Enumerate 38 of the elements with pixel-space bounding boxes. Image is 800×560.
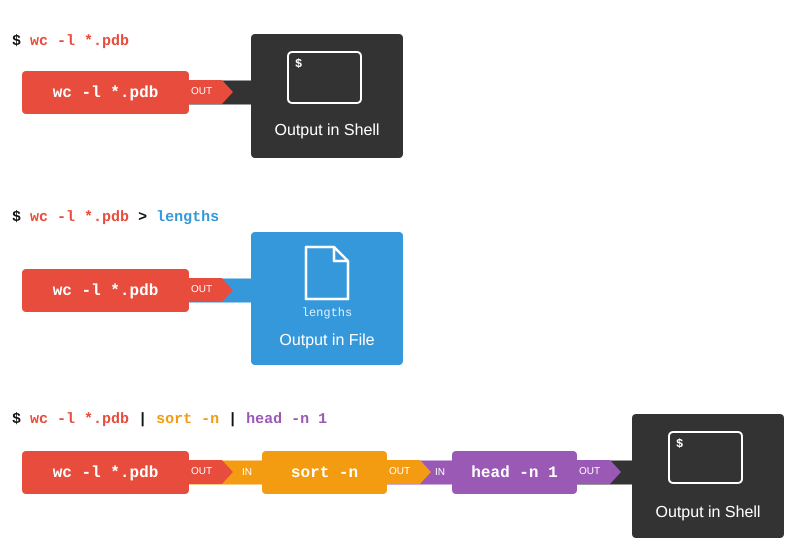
prompt-sign: $ (12, 209, 22, 226)
pipe-operator: | (138, 411, 148, 428)
command-text: wc -l *.pdb (30, 33, 130, 50)
node-label: wc -l *.pdb (52, 282, 158, 300)
command-box: wc -l *.pdb (22, 269, 189, 312)
pipe-operator: | (228, 411, 238, 428)
command-text: head -n 1 (246, 411, 328, 428)
output-title: Output in Shell (274, 122, 380, 140)
node-label: sort -n (290, 464, 358, 482)
output-title: Output in Shell (654, 504, 762, 522)
output-port-tag: OUT (189, 278, 233, 302)
file-output-panel (251, 232, 403, 365)
command-box: head -n 1 (452, 451, 577, 494)
file-name: lengths (300, 306, 354, 320)
output-title: Output in File (278, 332, 376, 350)
output-port-tag: OUT (577, 460, 621, 484)
redirect-operator: > (138, 209, 148, 226)
command-text: wc -l *.pdb (30, 209, 130, 226)
command-text: wc -l *.pdb (30, 411, 130, 428)
file-name: lengths (156, 209, 220, 226)
prompt-sign: $ (12, 33, 22, 50)
input-port-label: IN (435, 467, 445, 479)
input-port-label: IN (242, 467, 252, 479)
command-box: wc -l *.pdb (22, 451, 189, 494)
shell-output-panel (251, 34, 403, 158)
command-box: sort -n (262, 451, 387, 494)
output-port-tag: OUT (189, 460, 233, 484)
command-box: wc -l *.pdb (22, 71, 189, 114)
node-label: wc -l *.pdb (52, 464, 158, 482)
prompt-sign: $ (676, 437, 684, 451)
shell-output-panel (632, 414, 784, 538)
node-label: head -n 1 (471, 464, 558, 482)
prompt-sign: $ (295, 57, 302, 71)
output-port-tag: OUT (189, 80, 233, 104)
output-port-tag: OUT (387, 460, 431, 484)
node-label: wc -l *.pdb (52, 84, 158, 102)
command-text: sort -n (156, 411, 220, 428)
prompt-sign: $ (12, 411, 22, 428)
